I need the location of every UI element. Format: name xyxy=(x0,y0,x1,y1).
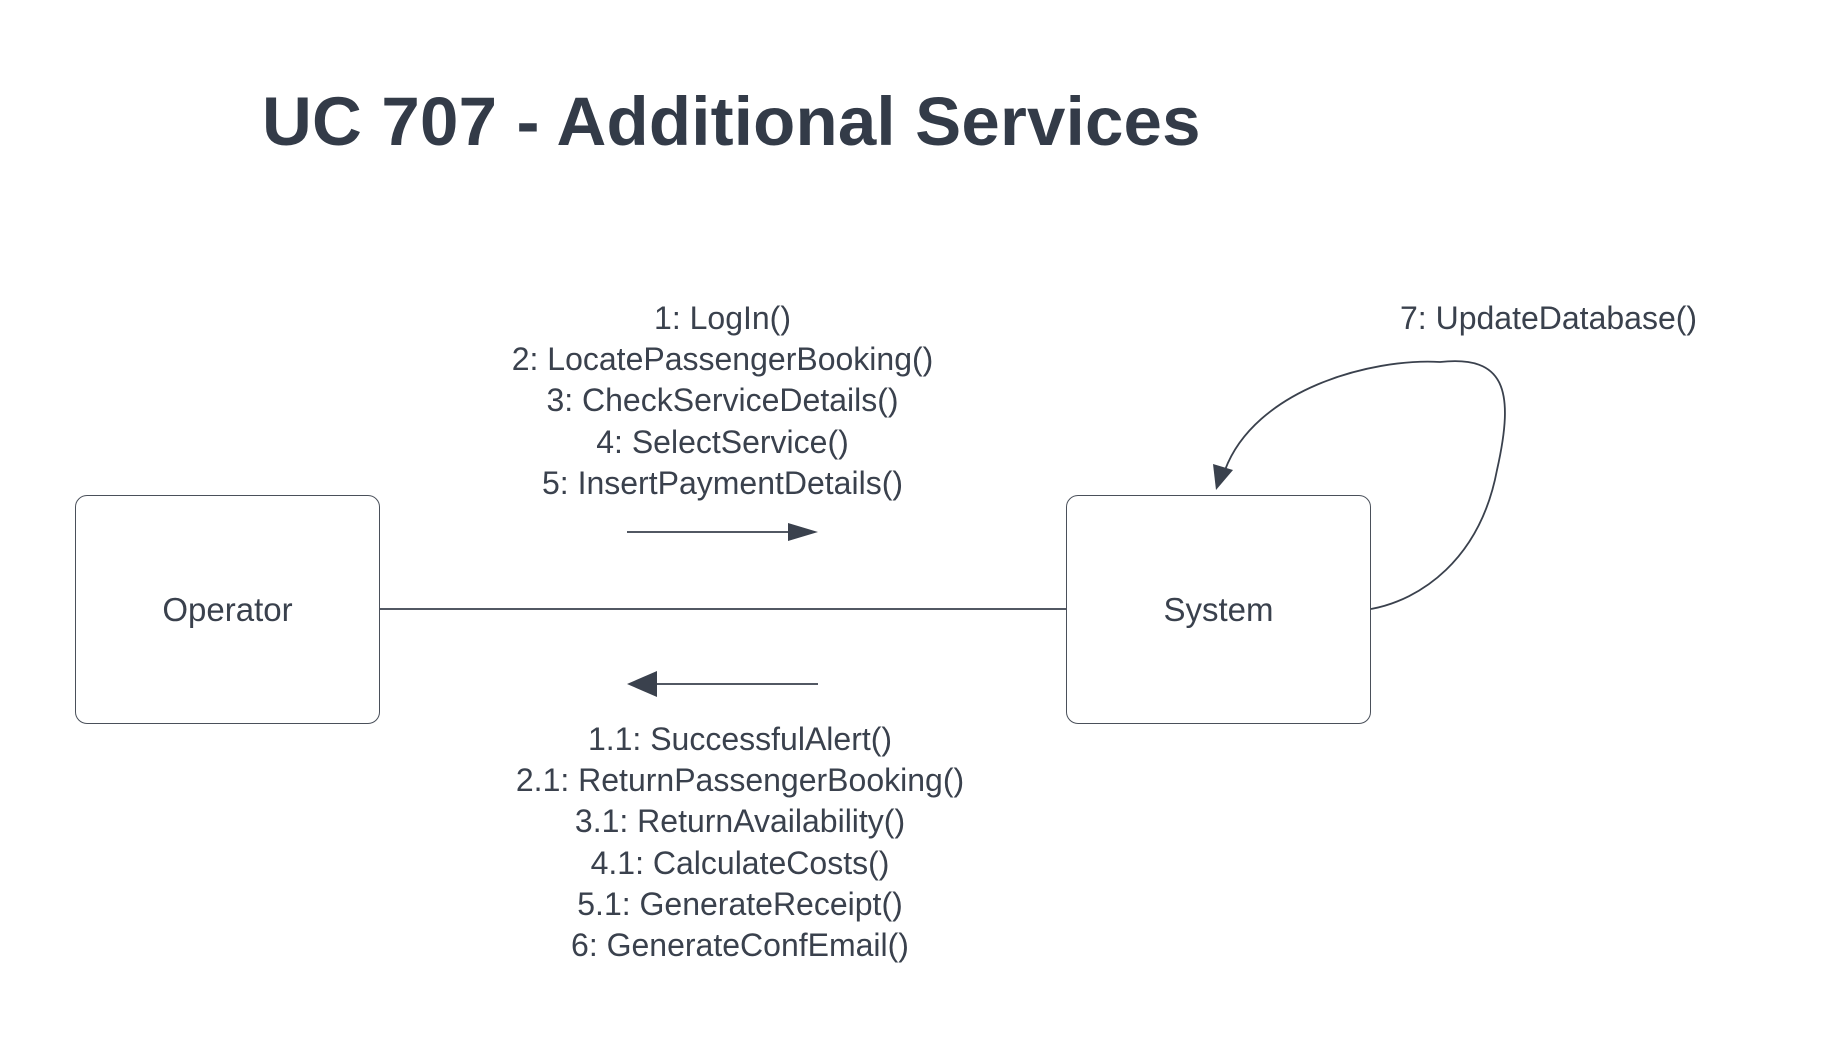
message-label: 1.1: SuccessfulAlert() xyxy=(587,721,893,757)
system-label: System xyxy=(1163,590,1274,628)
message-label: 2.1: ReturnPassengerBooking() xyxy=(515,762,965,799)
operator-label: Operator xyxy=(162,590,293,628)
operator-object: Operator xyxy=(75,495,380,724)
return-messages: 1.1: SuccessfulAlert() 2.1: ReturnPassen… xyxy=(430,719,1050,966)
return-arrow xyxy=(627,671,818,697)
message-label: 3.1: ReturnAvailability() xyxy=(574,803,906,840)
message-label: 2: LocatePassengerBooking() xyxy=(511,341,934,378)
message-label: 4.1: CalculateCosts() xyxy=(590,844,890,881)
message-label: 5: InsertPaymentDetails() xyxy=(541,464,903,501)
self-message-label: 7: UpdateDatabase() xyxy=(1400,300,1698,336)
self-loop-arrow xyxy=(1213,360,1506,610)
message-label: 5.1: GenerateReceipt() xyxy=(577,885,903,922)
forward-messages: 1: LogIn() 2: LocatePassengerBooking() 3… xyxy=(430,298,1015,504)
message-label: 4: SelectService() xyxy=(596,423,849,460)
forward-arrow xyxy=(627,523,818,541)
message-label: 6: GenerateConfEmail() xyxy=(571,927,909,964)
message-label: 1: LogIn() xyxy=(654,300,791,336)
message-label: 3: CheckServiceDetails() xyxy=(546,382,899,419)
diagram-title: UC 707 - Additional Services xyxy=(262,83,1201,160)
system-object: System xyxy=(1066,495,1371,724)
